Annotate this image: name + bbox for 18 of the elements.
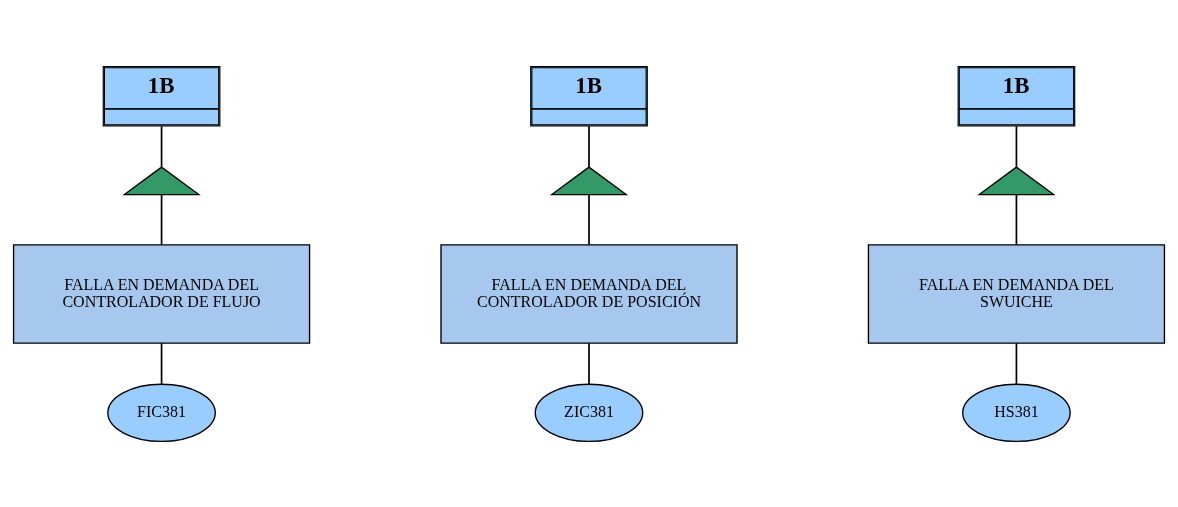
connector bbox=[160, 193, 163, 245]
connector bbox=[160, 341, 163, 385]
connector bbox=[1015, 193, 1018, 245]
connector bbox=[588, 125, 590, 168]
connector bbox=[1015, 341, 1018, 385]
node-ellipse: ZIC381 bbox=[534, 383, 644, 442]
node-triangle bbox=[977, 165, 1056, 195]
node-box: FALLA EN DEMANDA DEL SWUICHE bbox=[867, 243, 1166, 344]
node-box: FALLA EN DEMANDA DEL CONTROLADOR DE FLUJO bbox=[12, 243, 311, 344]
connector bbox=[160, 125, 163, 168]
node-ellipse: FIC381 bbox=[107, 383, 216, 442]
node-ellipse: HS381 bbox=[962, 383, 1071, 442]
connector bbox=[588, 193, 590, 245]
node-box: FALLA EN DEMANDA DEL CONTROLADOR DE POSICIÓN bbox=[440, 243, 738, 344]
connector bbox=[588, 341, 590, 385]
node-triangle bbox=[122, 165, 201, 195]
connector bbox=[1015, 125, 1018, 168]
node-triangle bbox=[549, 165, 629, 195]
